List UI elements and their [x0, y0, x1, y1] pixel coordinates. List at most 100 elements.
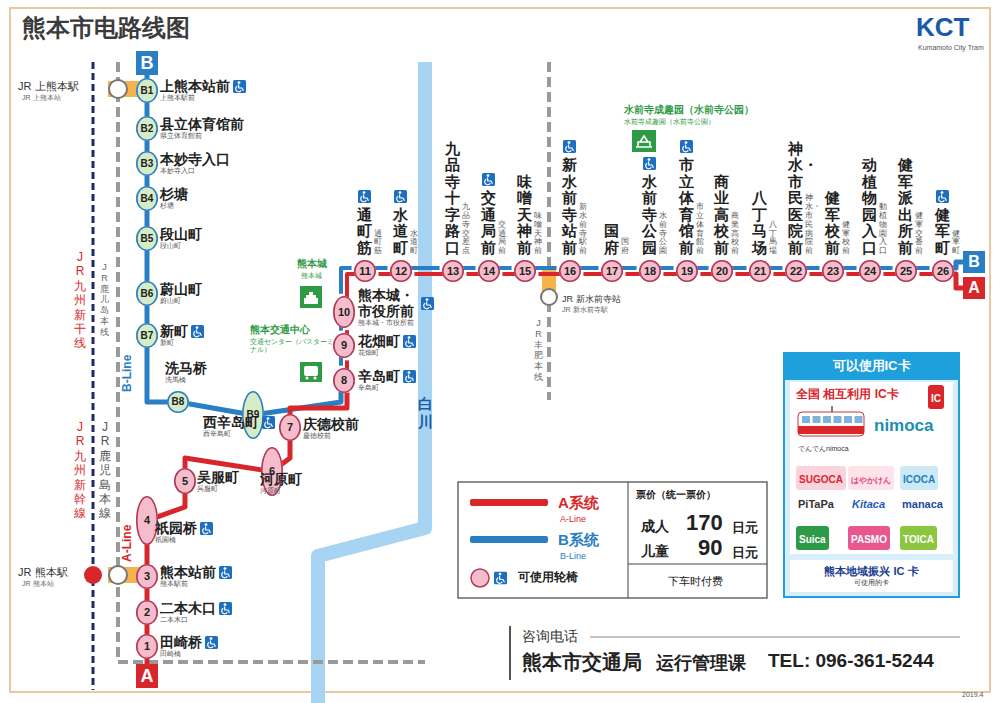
- stop-number: 21: [754, 266, 766, 277]
- icon-body: [208, 640, 216, 647]
- icon-body: [485, 178, 493, 185]
- stop-number: B6: [141, 289, 154, 299]
- track-line: [185, 458, 262, 470]
- legend-note: B-Line: [560, 551, 586, 562]
- tram-stop: 8辛岛町辛島町: [333, 368, 355, 393]
- stop-name: 西辛岛町: [203, 414, 259, 430]
- tram-band: [798, 426, 864, 434]
- tram-window: [823, 416, 831, 423]
- wheelchair-icon: [563, 140, 576, 153]
- ic-logo: TOICA: [900, 526, 937, 550]
- stop-number: 17: [606, 266, 618, 277]
- stop-name-ja: 河原町: [260, 487, 302, 496]
- stop-name: 九品寺十字路口: [445, 141, 460, 257]
- tram-stop: 2二本木口二本木口: [136, 600, 158, 625]
- tram-stop: 3熊本站前熊本駅前: [136, 564, 158, 589]
- stop-name-ja: 洗馬橋: [165, 376, 207, 385]
- stop-name: 商业高校前: [714, 174, 729, 257]
- icon-head: [408, 371, 411, 374]
- stop-name-ja: 健軍町: [952, 230, 960, 256]
- fare-cell: 90: [698, 535, 722, 561]
- tram-stop: B7新町新町: [136, 323, 158, 348]
- station-name: JR 熊本駅: [18, 566, 68, 579]
- icon-head: [224, 603, 227, 606]
- stop-number: 4: [144, 515, 150, 526]
- icon-body: [194, 329, 202, 336]
- railway-name: JR丰肥本线: [534, 318, 543, 383]
- stop-name: 味噌天神前: [517, 174, 532, 257]
- bus-wheel: [313, 376, 316, 379]
- line-badge: B: [963, 251, 985, 273]
- tram-window: [855, 416, 863, 423]
- wheelchair-icon: [680, 140, 693, 153]
- tram-stop: B3本妙寺入口本妙寺入口: [136, 151, 158, 176]
- stop-name: 动植物园入口: [862, 157, 877, 256]
- tram-window: [834, 416, 842, 423]
- stop-number: 2: [144, 607, 150, 618]
- stop-name: 熊本城・市役所前: [358, 287, 418, 319]
- station-name: JR 新水前寺站: [562, 294, 621, 305]
- icon-body: [683, 145, 691, 152]
- ic-logo-text: でんでんnimoca: [798, 445, 849, 453]
- box-heading: 全国 相互利用 IC卡: [796, 386, 947, 403]
- legend-text: B系统: [558, 531, 599, 548]
- tram-stop: 14交通局前交通局前: [478, 260, 500, 282]
- stop-number: 11: [359, 266, 371, 277]
- icon-ground: [233, 80, 246, 93]
- stop-number: 10: [338, 307, 350, 318]
- ic-logo: SUGOCA: [796, 466, 846, 490]
- icon-ground: [632, 130, 656, 152]
- legend-frame: [458, 482, 767, 598]
- stop-label: 花畑町花畑町: [358, 333, 416, 358]
- castle-icon: [300, 286, 322, 308]
- wheelchair-icon: [205, 636, 218, 649]
- line-letter: A: [141, 667, 154, 685]
- stop-label: 杉塘杉塘: [160, 186, 188, 211]
- wheelchair-icon: [494, 572, 507, 585]
- stop-label: 吴服町呉服町: [197, 469, 239, 494]
- stop-label: 神水・市民医院前神水・市民病院前: [788, 141, 813, 257]
- stop-name-ja: 商業高校前: [731, 212, 739, 256]
- fare-cell: 日元: [732, 520, 758, 536]
- wheelchair-icon: [936, 190, 949, 203]
- panel-heading: 可以使用IC卡: [783, 352, 960, 380]
- fare-cell: 170: [686, 510, 723, 536]
- track-line: [188, 404, 242, 413]
- icon-head: [499, 573, 502, 576]
- icon-head: [238, 81, 241, 84]
- stop-name-ja: 花畑町: [358, 349, 416, 358]
- stop-label: 祇园桥祇園橋: [155, 520, 213, 545]
- icon-head: [408, 336, 411, 339]
- tram-stop: 20商业高校前商業高校前: [711, 260, 733, 282]
- stop-label: 二本木口二本木口: [160, 600, 232, 625]
- stop-name-ja: 市立体育館前: [696, 203, 704, 256]
- tram-stop: B8洗马桥洗馬橋: [167, 391, 189, 413]
- tram-stop: 26健军町健軍町: [932, 260, 954, 282]
- stop-name: 庆德校前: [303, 416, 359, 432]
- track-segment: [185, 458, 262, 470]
- track-line: [145, 175, 150, 186]
- stop-label: 八丁马场八丁馬場: [752, 190, 777, 256]
- ic-logo-text: Kitaca: [852, 498, 885, 511]
- stop-label: 交通局前交通局前: [481, 173, 506, 256]
- tram-stop: 7庆德校前慶徳校前: [279, 414, 301, 441]
- stop-name-ja: 蔚山町: [160, 297, 202, 306]
- track-segment: [147, 250, 148, 281]
- track-segment: [147, 140, 148, 151]
- park-icon: [632, 130, 656, 152]
- line-letter: B: [968, 254, 980, 270]
- landmark-name: 水前寺成趣园（水前寺公园）: [624, 104, 754, 116]
- bus-wheel: [305, 376, 308, 379]
- icon-ground: [219, 602, 232, 615]
- stop-label: 段山町段山町: [160, 226, 202, 251]
- stop-number: B7: [141, 331, 154, 341]
- wheelchair-icon: [219, 602, 232, 615]
- tram-picture: [796, 406, 868, 444]
- icon-head: [426, 298, 429, 301]
- track-segment: [147, 102, 148, 116]
- stop-name: 交通局前: [481, 190, 496, 256]
- logo-subtitle: Kumamoto City Tram: [918, 44, 984, 52]
- stop-name: 田崎桥: [160, 634, 202, 650]
- tram-stop: 19市立体育馆前市立体育館前: [676, 260, 698, 282]
- line-letter: B: [141, 54, 154, 72]
